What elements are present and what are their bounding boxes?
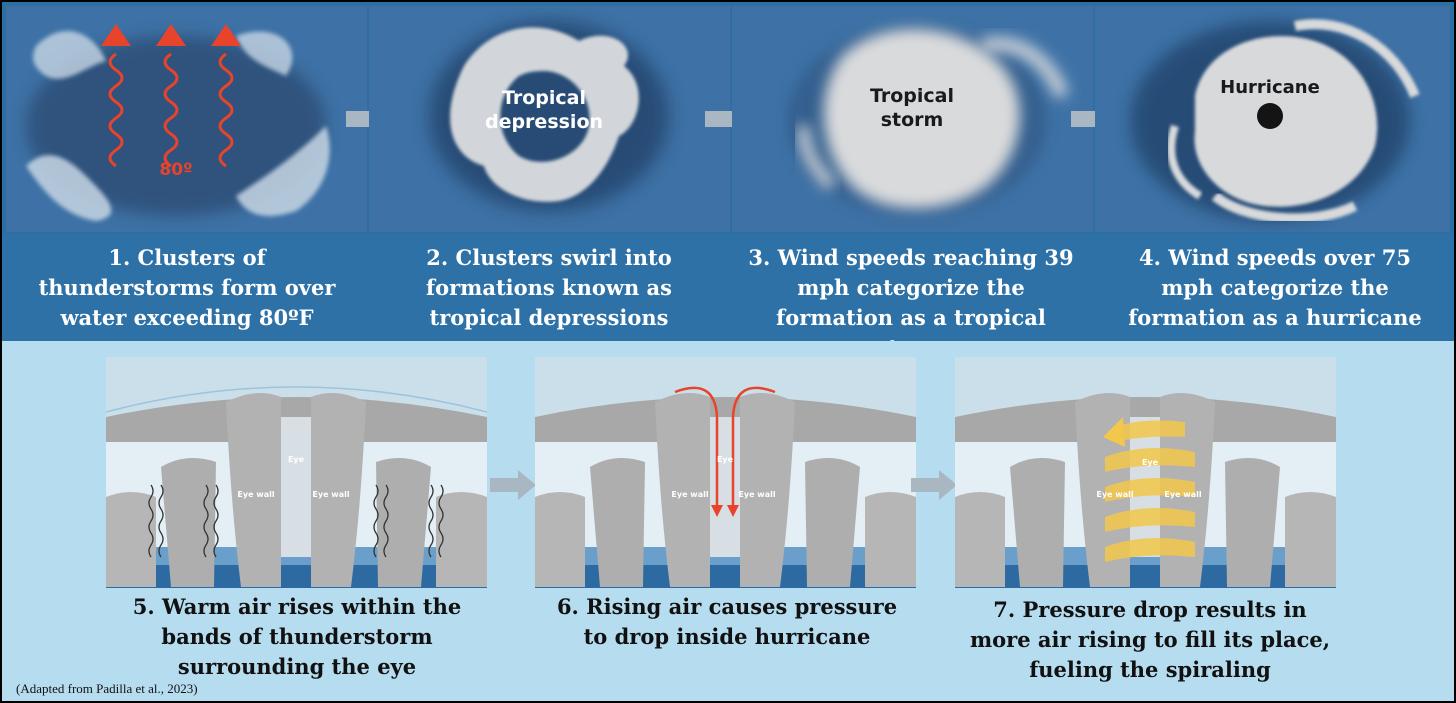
step-4-caption: 4. Wind speeds over 75 mph categorize th… [1128,245,1422,330]
hurricane-label: Hurricane [1220,77,1320,98]
step-6-caption: 6. Rising air causes pressure to drop in… [556,594,898,649]
caption-band [2,234,1454,340]
panel-warm-air-rises: Eye Eye wall Eye wall [106,357,487,588]
step-7-caption: 7. Pressure drop results in more air ris… [969,597,1331,682]
sinking-air-arrows [674,386,776,507]
flow-arrow-5 [911,470,957,500]
tropical-depression-label: Tropical depression [484,87,604,133]
tropical-storm-label: Tropical storm [869,85,954,131]
heat-wave-arrows [108,52,234,168]
rising-spiral [1105,420,1195,562]
panel-tropical-depression: Tropical depression [369,6,730,232]
step-5-caption: 5. Warm air rises within the bands of th… [132,594,462,679]
eye-wall-left-label: Eye wall [1096,490,1133,499]
eye-label: Eye [717,455,734,464]
source-citation: (Adapted from Padilla et al., 2023) [16,681,198,696]
eye-label: Eye [1142,458,1159,467]
step-1-caption: 1. Clusters of thunderstorms form over w… [38,245,336,330]
eye-wall-right-label: Eye wall [312,490,349,499]
hurricane-eye [1257,103,1283,129]
eye-wall-left-label: Eye wall [237,490,274,499]
panel-tropical-storm: Tropical storm [732,6,1093,232]
eye-wall-left-label: Eye wall [671,490,708,499]
panel-thunderstorm-clusters: 80º [6,6,367,232]
step-2-caption: 2. Clusters swirl into formations known … [426,245,672,330]
temperature-label: 80º [159,160,193,180]
panel-hurricane: Hurricane [1095,6,1450,232]
eye-label: Eye [288,455,305,464]
thunderstorm-clusters-illustration [26,24,330,221]
tropical-storm-illustration [787,26,1069,216]
tropical-depression-illustration [429,21,669,211]
cross-section-illustration: Eye Eye wall Eye wall [106,357,487,588]
flow-arrow-4 [490,470,536,500]
cross-section-illustration: Eye Eye wall Eye wall [955,357,1336,588]
cross-section-illustration: Eye Eye wall Eye wall [535,357,916,588]
eye-wall-right-label: Eye wall [1164,490,1201,499]
hurricane-illustration [1130,19,1420,224]
panel-spiraling: Eye Eye wall Eye wall [955,357,1336,588]
panel-pressure-drop: Eye Eye wall Eye wall [535,357,916,588]
eye-wall-right-label: Eye wall [738,490,775,499]
